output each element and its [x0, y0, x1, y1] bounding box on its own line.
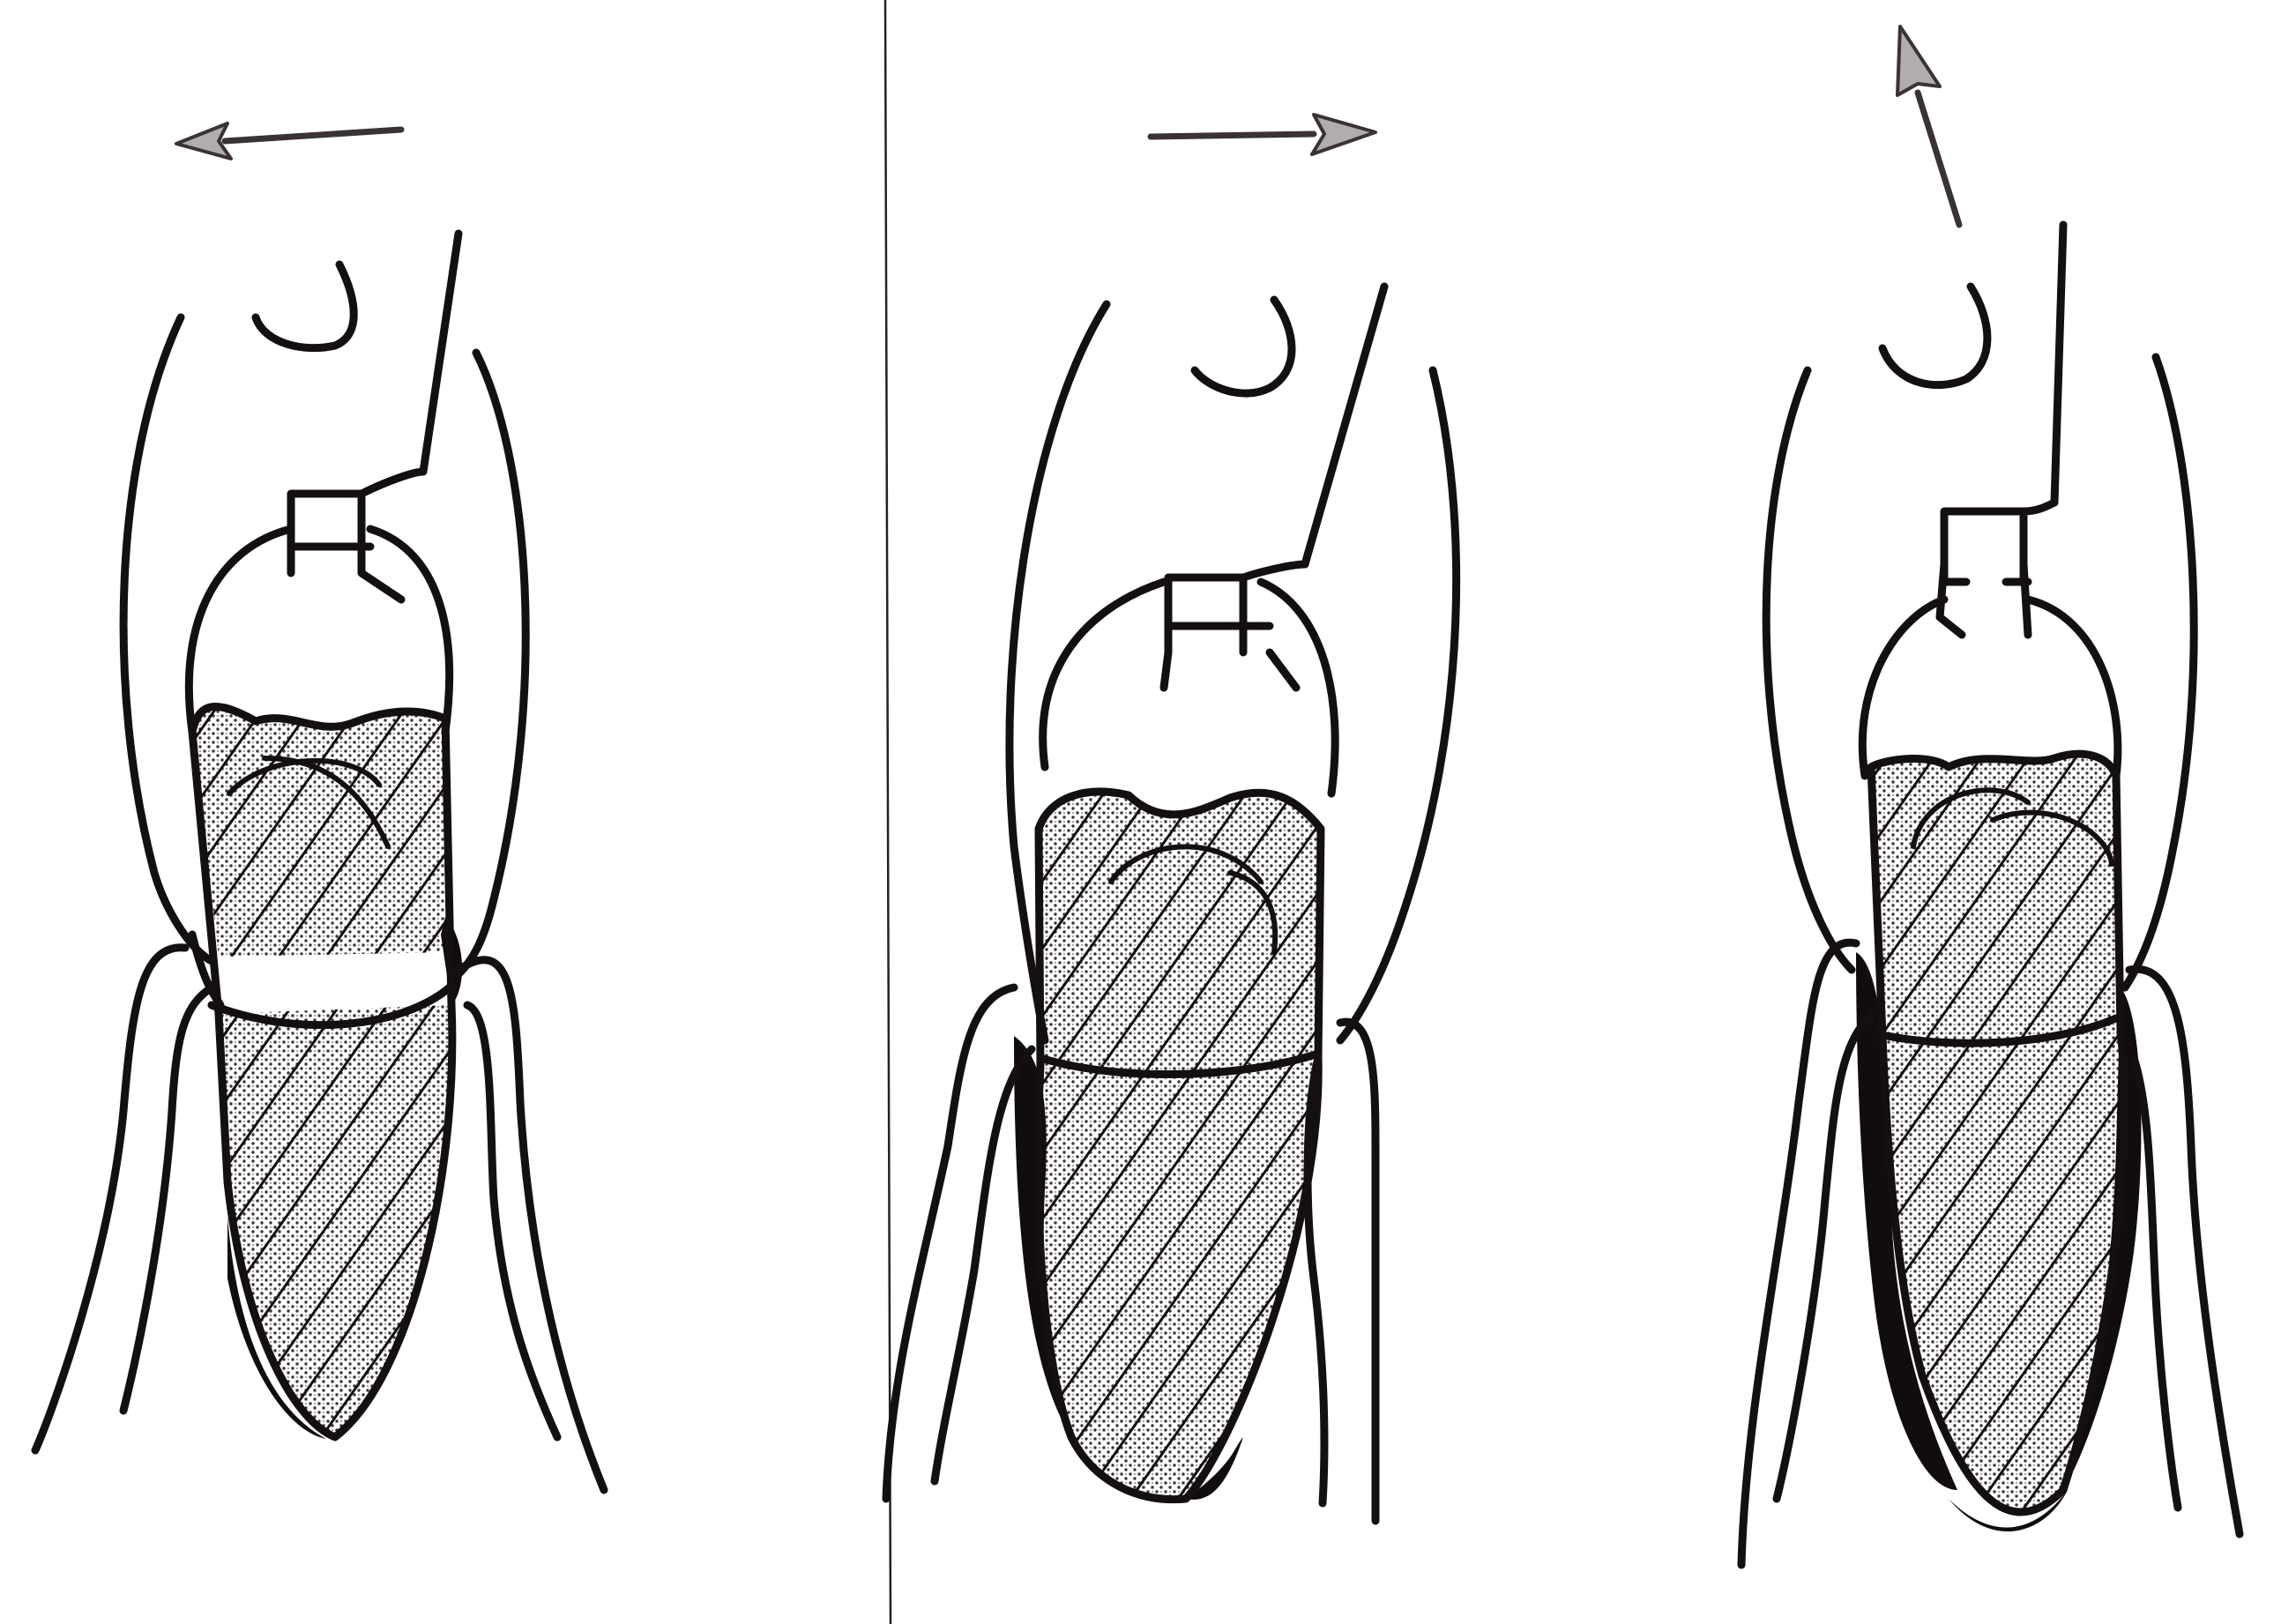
- arrow-up-icon: [1897, 26, 1959, 225]
- forceps-handle-jaw: [1940, 511, 2028, 635]
- tooth-crown: [1871, 754, 2121, 1036]
- alveolar-bone: [886, 987, 1014, 1499]
- forceps-beak: [1862, 600, 2118, 776]
- tooth-crown: [1039, 792, 1321, 1067]
- panel-left: [35, 123, 604, 1490]
- alveolar-bone: [1741, 942, 1856, 1565]
- rotation-mark: [256, 264, 354, 348]
- tooth-root: [1038, 1058, 1318, 1500]
- panel-middle: [886, 115, 1457, 1521]
- forceps-handle-jaw: [291, 494, 401, 600]
- panel-right: [1741, 26, 2240, 1565]
- page-divider: [885, 0, 891, 1624]
- rotation-mark: [1882, 287, 1987, 385]
- arrow-left-icon: [176, 123, 401, 159]
- tooth-root: [219, 1005, 452, 1437]
- forceps-beak: [189, 529, 449, 732]
- tooth-crown: [192, 706, 451, 957]
- arrow-right-icon: [1151, 115, 1375, 154]
- rotation-mark: [1195, 300, 1292, 393]
